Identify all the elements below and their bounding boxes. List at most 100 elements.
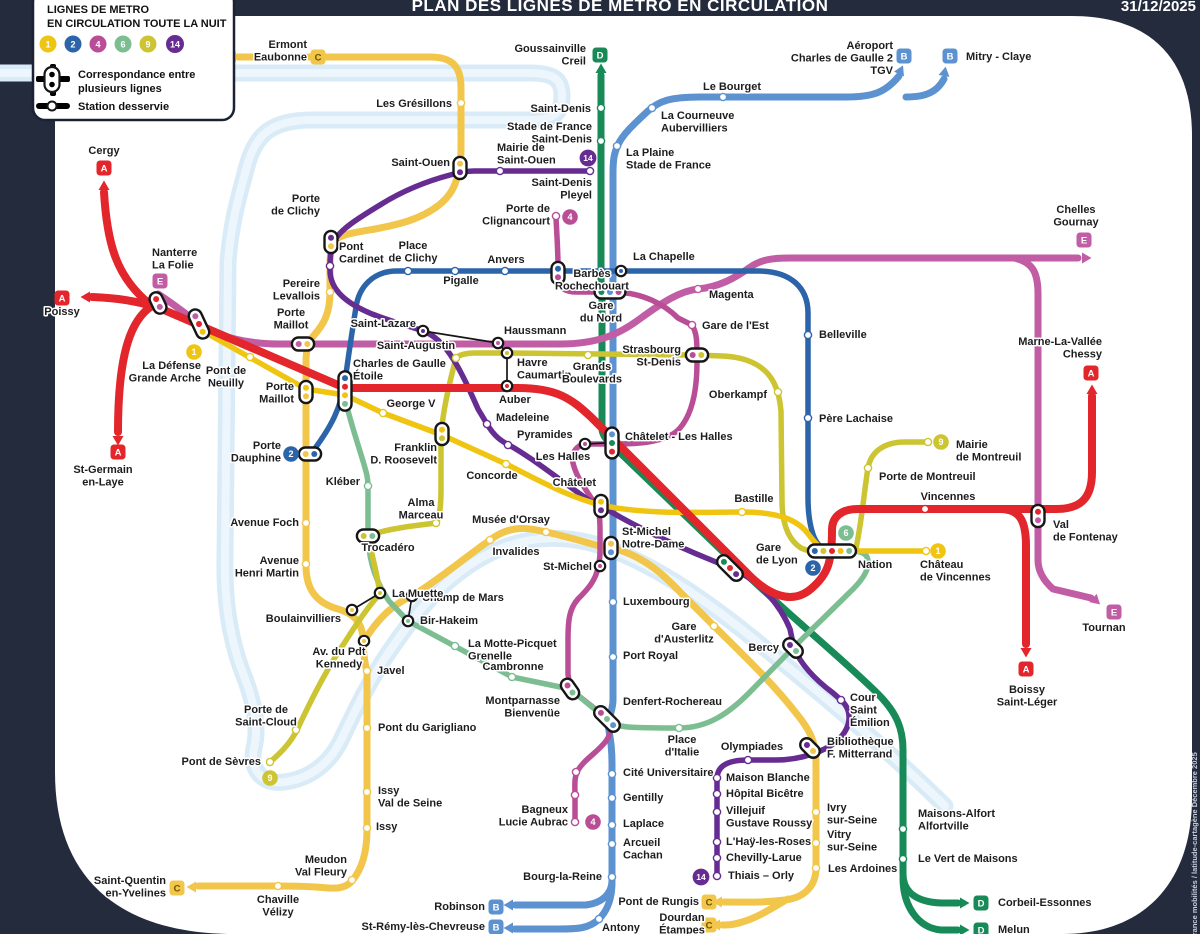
legend-correspondence-label-line2: plusieurs lignes — [78, 83, 162, 95]
svg-text:14: 14 — [696, 872, 706, 882]
interchange-dot-m14 — [598, 507, 604, 514]
station-vitry-sur-seine — [811, 838, 821, 848]
interchange-dot-m1 — [199, 328, 206, 335]
svg-text:C: C — [174, 884, 181, 895]
station-les-halles-dot — [583, 442, 587, 446]
svg-text:4: 4 — [590, 817, 595, 827]
station-pont-du-garigliano — [362, 723, 372, 733]
svg-text:2: 2 — [70, 39, 75, 49]
station-porte-de-clignancourt — [551, 211, 561, 221]
interchange-dot-m4 — [689, 352, 696, 358]
station-label-cergy: Cergy — [88, 145, 120, 157]
station-maisons-alfort-alfortville — [898, 824, 908, 834]
station-label-port-royal: Port Royal — [623, 650, 678, 662]
connector — [422, 330, 499, 344]
station-label-kleber: Kléber — [326, 476, 361, 488]
interchange-dot-a — [342, 383, 348, 390]
arrow-d — [960, 924, 970, 934]
legend-badge-6: 6 — [114, 35, 132, 53]
interchange-dot-m6 — [604, 716, 610, 722]
station-label-anvers: Anvers — [487, 254, 524, 266]
interchange-dot-m6 — [846, 548, 853, 554]
station-bir-hakeim-dot — [406, 619, 410, 623]
rer-badge-d: D — [973, 895, 989, 911]
station-laplace — [607, 820, 617, 830]
interchange-dot-m14 — [733, 571, 740, 578]
station-gentilly — [607, 793, 617, 803]
station-port-royal — [608, 652, 618, 662]
interchange-chatelet — [593, 493, 609, 519]
station-label-george-v: George V — [387, 398, 437, 410]
station-les-gresillons — [456, 98, 466, 108]
svg-text:1: 1 — [935, 546, 940, 556]
interchange-franklin-d-roosevelt — [434, 421, 450, 447]
interchange-barbes-rochechouart — [550, 260, 566, 286]
station-l-hay-les-roses — [712, 837, 722, 847]
metro-badge-2: 2 — [805, 560, 821, 576]
arrow-a — [1020, 648, 1032, 658]
svg-text:D: D — [597, 51, 604, 62]
interchange-dot-m2 — [555, 265, 561, 272]
interchange-dot-m1 — [837, 548, 844, 554]
interchange-dot-m14 — [457, 169, 463, 176]
station-anvers — [500, 266, 510, 276]
svg-text:B: B — [901, 52, 908, 63]
station-chevilly-larue — [712, 853, 722, 863]
interchange-dot-b — [609, 431, 615, 438]
interchange-dot-m2 — [342, 375, 348, 382]
station-label-le-bourget: Le Bourget — [703, 81, 761, 93]
station-label-st-michel: St-Michel — [543, 561, 592, 573]
station-label-oberkampf: Oberkampf — [709, 389, 767, 401]
metro-badge-4: 4 — [585, 814, 601, 830]
interchange-dot-m4 — [597, 709, 604, 716]
svg-text:D: D — [978, 926, 985, 934]
station-alma-marceau — [431, 518, 441, 528]
svg-text:14: 14 — [170, 39, 180, 49]
arrow-e — [1082, 252, 1092, 264]
station-pont-de-sevres — [265, 757, 275, 767]
station-label-maison-blanche: Maison Blanche — [726, 772, 810, 784]
metro-badge-9: 9 — [933, 434, 949, 450]
interchange-porte-maillot-e — [290, 336, 316, 352]
station-haussmann-dot — [496, 341, 500, 345]
interchange-dot-m14 — [786, 641, 793, 648]
interchange-dot-m1 — [342, 392, 348, 399]
metro-badge-1: 1 — [930, 543, 946, 559]
interchange-nanterre-la-folie — [148, 291, 168, 315]
interchange-dot-m2 — [311, 451, 318, 457]
interchange-dot-a — [196, 321, 202, 327]
station-la-chapelle-dot — [619, 269, 623, 273]
svg-text:6: 6 — [843, 528, 848, 538]
station-hopital-bicetre — [712, 789, 722, 799]
station-label-javel: Javel — [377, 665, 405, 677]
station-label-cite-universitaire: Cité Universitaire — [623, 767, 713, 779]
interchange-gare-de-lyon — [716, 554, 744, 582]
arrow-d — [595, 63, 607, 73]
station-bourg-la-reine — [607, 872, 617, 882]
station-cambronne — [507, 672, 517, 682]
interchange-dot-a — [1035, 508, 1041, 515]
rer-badge-d: D — [973, 922, 989, 934]
correspondence-icon — [36, 64, 70, 96]
station-bagneux-lucie-aubrac — [570, 817, 580, 827]
interchange-val-de-fontenay — [1030, 503, 1046, 529]
arrow-b — [503, 899, 513, 911]
interchange-dot-m9 — [360, 533, 367, 539]
